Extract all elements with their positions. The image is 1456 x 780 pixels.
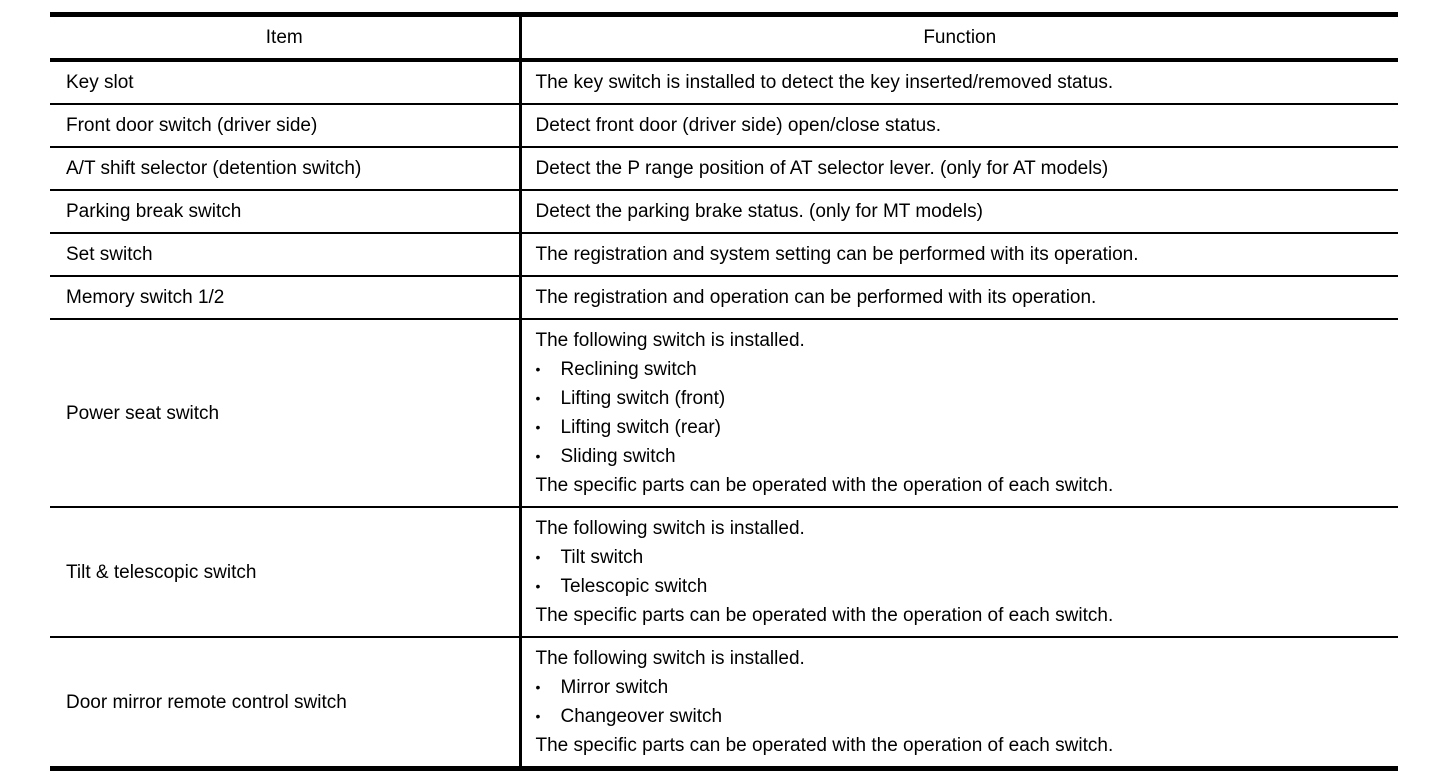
bullet-icon: • xyxy=(535,679,541,695)
bullet-text: Changeover switch xyxy=(560,706,723,727)
bullet-line: • Changeover switch xyxy=(536,702,1385,731)
function-cell: The following switch is installed. • Tilt … xyxy=(518,506,1398,637)
bullet-line: • Sliding switch xyxy=(536,442,1385,471)
bullet-line: • Tilt switch xyxy=(536,543,1385,572)
function-line: The registration and operation can be pe… xyxy=(535,287,1097,308)
item-cell: Front door switch (driver side) xyxy=(50,103,520,147)
table-header-row: Item Function xyxy=(50,14,1398,62)
bullet-line: • Lifting switch (rear) xyxy=(536,413,1385,442)
function-line: Detect front door (driver side) open/clo… xyxy=(535,115,942,136)
function-cell: Detect the parking brake status. (only f… xyxy=(518,189,1398,233)
function-line: The specific parts can be operated with … xyxy=(535,735,1114,756)
item-cell: A/T shift selector (detention switch) xyxy=(50,146,520,190)
function-line: The following switch is installed. xyxy=(535,648,805,669)
function-line: The following switch is installed. xyxy=(535,330,805,351)
bullet-icon: • xyxy=(535,578,541,594)
item-cell: Key slot xyxy=(50,59,520,104)
table-row: A/T shift selector (detention switch) Det… xyxy=(50,146,1398,190)
bullet-icon: • xyxy=(535,448,541,464)
bullet-icon: • xyxy=(535,390,541,406)
bullet-icon: • xyxy=(535,361,541,377)
function-line: Detect the P range position of AT select… xyxy=(535,158,1109,179)
bullet-line: • Reclining switch xyxy=(536,355,1385,384)
column-header-item: Item xyxy=(50,14,520,62)
bullet-text: Lifting switch (front) xyxy=(560,388,726,409)
function-cell: Detect front door (driver side) open/clo… xyxy=(518,103,1398,147)
table-row: Parking break switch Detect the parking b… xyxy=(50,189,1398,233)
item-cell: Door mirror remote control switch xyxy=(50,636,520,769)
bullet-text: Mirror switch xyxy=(560,677,669,698)
table-row: Front door switch (driver side) Detect fr… xyxy=(50,103,1398,147)
item-cell: Tilt & telescopic switch xyxy=(50,506,520,637)
function-line: The following switch is installed. xyxy=(535,518,805,539)
bullet-text: Lifting switch (rear) xyxy=(560,417,722,438)
bullet-line: • Telescopic switch xyxy=(536,572,1385,601)
bullet-text: Telescopic switch xyxy=(560,576,708,597)
function-cell: The key switch is installed to detect th… xyxy=(518,59,1398,104)
bullet-line: • Mirror switch xyxy=(536,673,1385,702)
table-body: Key slot The key switch is installed to d… xyxy=(50,59,1398,769)
function-line: The key switch is installed to detect th… xyxy=(535,72,1114,93)
function-cell: The registration and operation can be pe… xyxy=(518,275,1398,319)
function-cell: Detect the P range position of AT select… xyxy=(518,146,1398,190)
item-function-table: Item Function Key slot The key switch is … xyxy=(50,12,1398,771)
bullet-line: • Lifting switch (front) xyxy=(536,384,1385,413)
table-row: Memory switch 1/2 The registration and op… xyxy=(50,275,1398,319)
item-cell: Memory switch 1/2 xyxy=(50,275,520,319)
table-row: Key slot The key switch is installed to d… xyxy=(50,59,1398,104)
item-cell: Power seat switch xyxy=(50,318,520,507)
function-line: The specific parts can be operated with … xyxy=(535,475,1114,496)
bullet-icon: • xyxy=(535,419,541,435)
column-header-function: Function xyxy=(518,14,1398,62)
function-cell: The registration and system setting can … xyxy=(518,232,1398,276)
bullet-icon: • xyxy=(535,549,541,565)
function-cell: The following switch is installed. • Mirro… xyxy=(518,636,1398,769)
table-row: Set switch The registration and system se… xyxy=(50,232,1398,276)
function-line: The registration and system setting can … xyxy=(535,244,1139,265)
function-cell: The following switch is installed. • Recli… xyxy=(518,318,1398,507)
bullet-text: Tilt switch xyxy=(560,547,644,568)
bullet-text: Sliding switch xyxy=(560,446,676,467)
item-cell: Parking break switch xyxy=(50,189,520,233)
function-line: Detect the parking brake status. (only f… xyxy=(535,201,983,222)
function-line: The specific parts can be operated with … xyxy=(535,605,1114,626)
bullet-icon: • xyxy=(535,708,541,724)
bullet-text: Reclining switch xyxy=(560,359,697,380)
item-cell: Set switch xyxy=(50,232,520,276)
